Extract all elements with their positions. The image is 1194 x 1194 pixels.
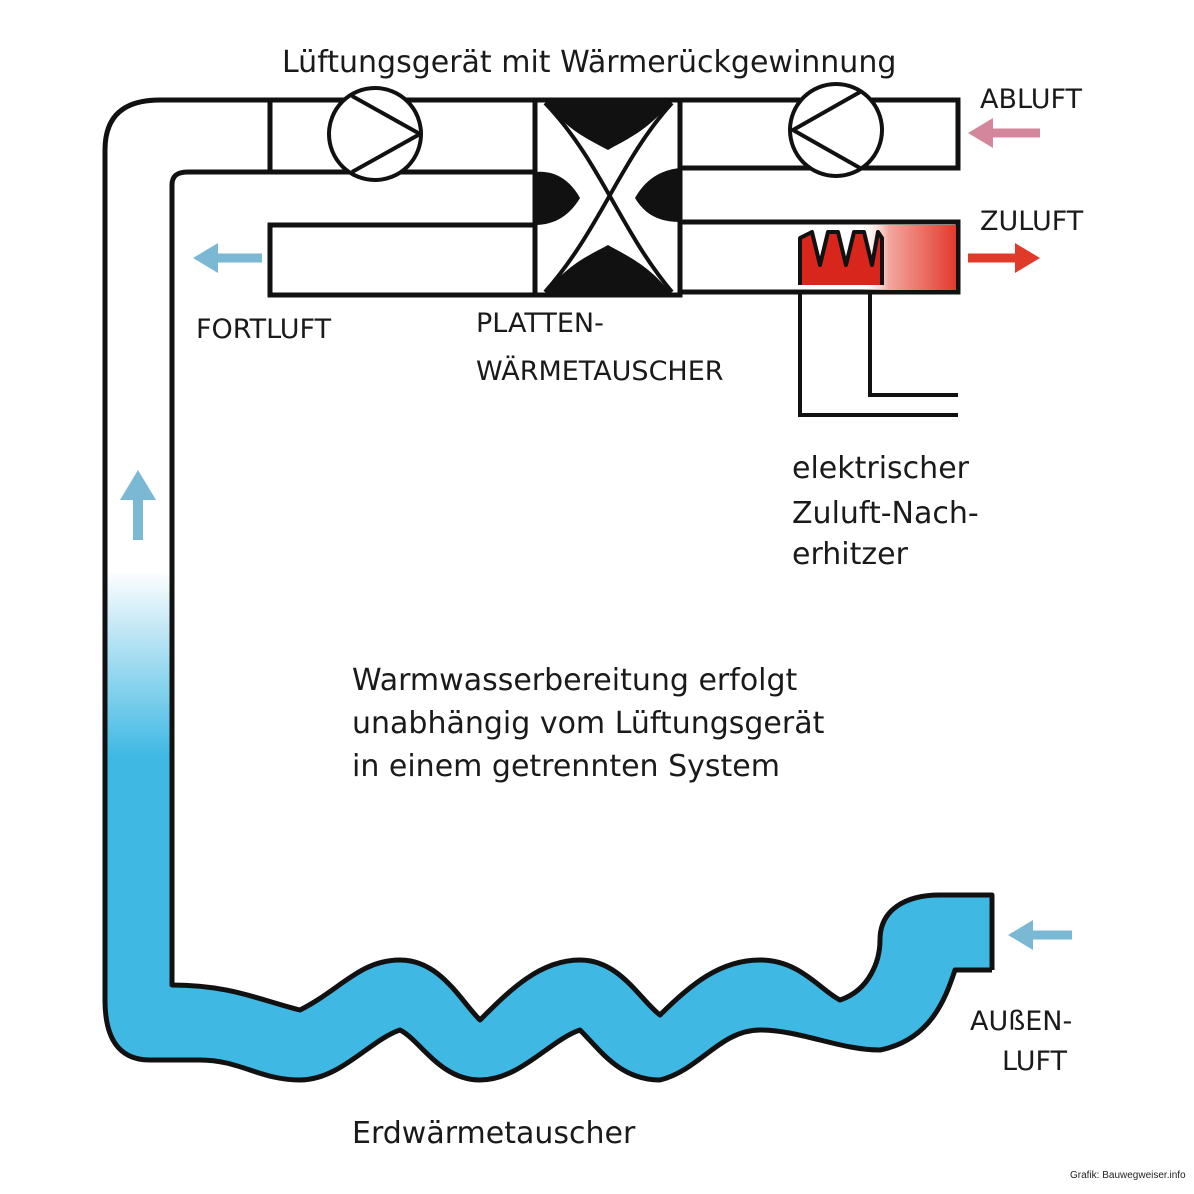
exchanger-top-fill (545, 100, 672, 150)
aussenluft-arrow-icon (1008, 920, 1072, 950)
riser-fill (105, 570, 172, 985)
heater-coil-icon (798, 230, 884, 285)
heater-wire-inner (868, 292, 958, 397)
exchanger-bottom-fill (545, 245, 672, 295)
heater-label-3: erhitzer (792, 537, 909, 572)
note-line-1: Warmwasserbereitung erfolgt (352, 663, 798, 698)
plate-exchanger-label-1: PLATTEN- (476, 308, 604, 339)
left-bottom-duct (267, 222, 538, 298)
heater-label-1: elektrischer (792, 451, 970, 486)
aussenluft-label-2: LUFT (1002, 1046, 1068, 1077)
earth-exchanger-fill (105, 895, 992, 1080)
heater-wire-outer (798, 292, 958, 417)
zuluft-arrow-icon (968, 243, 1040, 273)
riser-inner-wall (169, 169, 273, 988)
riser-outer-wall (102, 97, 273, 1003)
earth-exchanger-upper-wall (171, 892, 995, 1023)
unit-title: Lüftungsgerät mit Wärmerückgewinnung (282, 45, 896, 80)
exchanger-right-fill (635, 168, 680, 222)
earth-exchanger-lower-wall (102, 967, 992, 1083)
note-line-2: unabhängig vom Lüftungsgerät (352, 706, 825, 741)
heater-label-2: Zuluft-Nach- (792, 496, 979, 531)
supply-fan-icon (788, 82, 884, 178)
plate-exchanger-label-2: WÄRMETAUSCHER (476, 355, 724, 387)
fortluft-label: FORTLUFT (196, 314, 332, 345)
aussenluft-label-1: AUßEN- (970, 1006, 1072, 1037)
abluft-label: ABLUFT (980, 84, 1083, 115)
riser-up-arrow-icon (120, 470, 156, 540)
note-line-3: in einem getrennten System (352, 749, 780, 784)
exhaust-fan-icon (327, 86, 423, 182)
abluft-arrow-icon (968, 118, 1040, 148)
fortluft-arrow-icon (193, 243, 262, 273)
exchanger-cross-b (543, 101, 674, 294)
earth-exchanger-label: Erdwärmetauscher (352, 1116, 636, 1151)
zuluft-label: ZULUFT (980, 206, 1084, 237)
credit-label: Grafik: Bauwegweiser.info (1070, 1170, 1186, 1181)
exchanger-left-fill (535, 171, 580, 225)
